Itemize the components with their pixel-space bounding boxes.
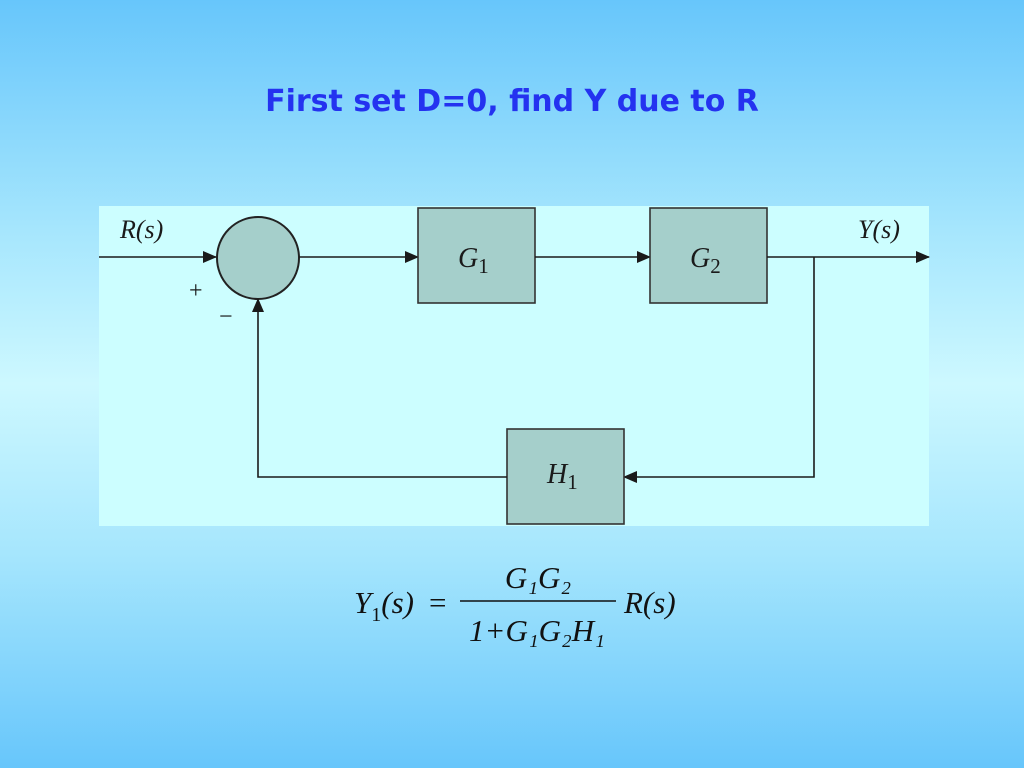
input-signal-label: R(s) <box>119 215 163 244</box>
formula-rhs: R(s) <box>623 585 676 620</box>
block-g2-label: G2 <box>690 243 721 278</box>
block-h1 <box>506 428 625 525</box>
feedback-return-line <box>252 298 507 478</box>
feedback-pickoff-line <box>623 257 815 483</box>
block-g2 <box>649 207 768 304</box>
plus-sign: + <box>189 278 203 304</box>
minus-sign: − <box>219 304 233 330</box>
closed-loop-formula: Y1(s) = G₁G₂ 1+G₁G₂H₁ R(s) <box>354 560 676 648</box>
formula-equals: = <box>429 585 446 620</box>
block-g1-label: G1 <box>458 243 489 278</box>
block-g1 <box>417 207 536 304</box>
summing-junction <box>216 216 300 300</box>
slide-title: First set D=0, find Y due to R <box>265 84 759 119</box>
output-signal-label: Y(s) <box>858 215 900 244</box>
formula-lhs: Y1(s) <box>354 585 414 626</box>
formula-denominator: 1+G₁G₂H₁ <box>469 613 605 648</box>
block-h1-label: H1 <box>546 459 578 494</box>
formula-numerator: G₁G₂ <box>505 560 572 595</box>
